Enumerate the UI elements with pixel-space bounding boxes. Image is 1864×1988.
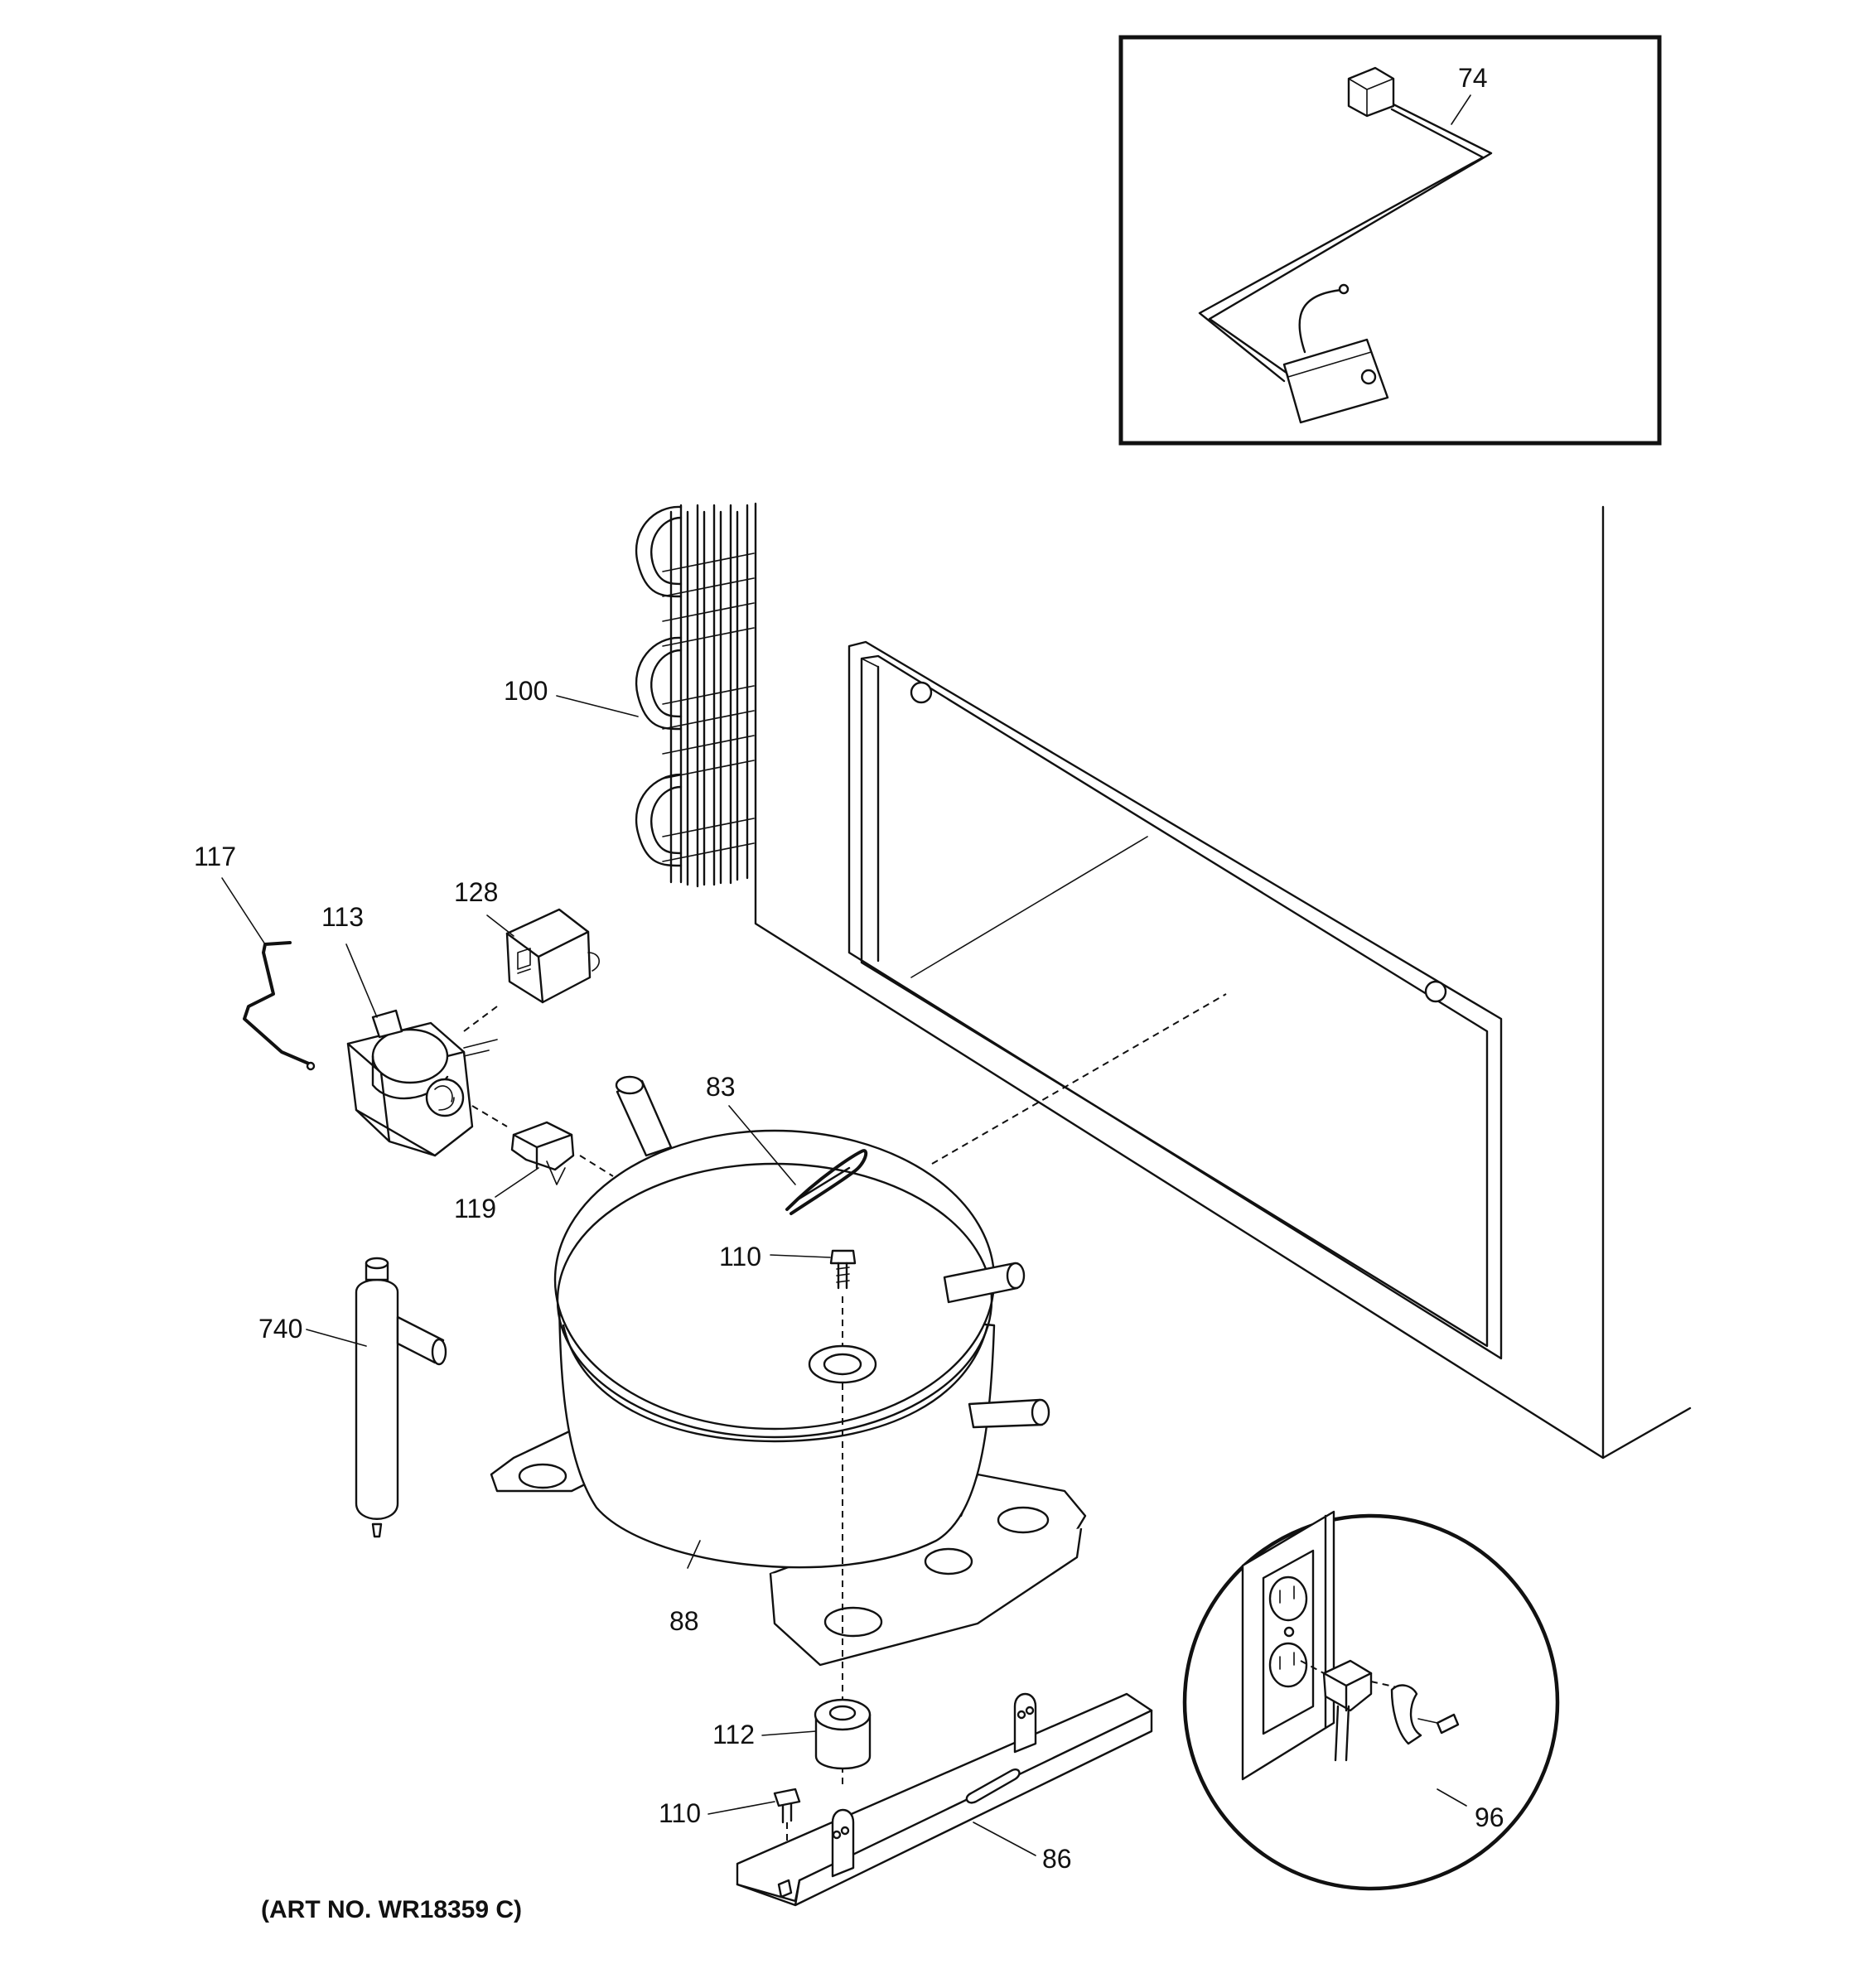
leader-lines (221, 94, 1471, 1856)
relay-113 (346, 1009, 498, 1157)
callout-113: 113 (321, 902, 364, 932)
callout-117: 117 (194, 842, 236, 871)
callout-96: 96 (1475, 1802, 1504, 1832)
drier-740 (355, 1257, 447, 1538)
callout-74: 74 (1458, 63, 1488, 93)
inset-box-74 (1118, 35, 1662, 446)
callout-119: 119 (454, 1194, 496, 1223)
art-number: (ART NO. WR18359 C) (261, 1896, 522, 1923)
callout-740: 740 (258, 1314, 302, 1344)
callout-110-bottom: 110 (659, 1798, 701, 1828)
wire-harness-74 (1198, 66, 1493, 424)
cabinet-back (754, 502, 1692, 1460)
callout-86: 86 (1042, 1844, 1072, 1874)
compressor-88 (490, 1075, 1087, 1789)
relay-box-128 (463, 908, 600, 1032)
screw-110-bottom (773, 1788, 801, 1889)
callout-83: 83 (706, 1072, 736, 1102)
condenser-coil-100 (635, 504, 755, 888)
callout-110-top: 110 (719, 1242, 761, 1271)
rail-86 (736, 1692, 1153, 1907)
outlet-detail-96 (1182, 1510, 1560, 1891)
connector-119 (471, 1105, 614, 1185)
callout-88: 88 (669, 1606, 699, 1636)
callout-100: 100 (504, 676, 548, 706)
callout-112: 112 (712, 1720, 755, 1749)
grommet-112 (814, 1698, 872, 1770)
callout-128: 128 (454, 877, 498, 907)
callout-labels: 74 100 117 113 128 83 119 110 740 88 112… (194, 63, 1504, 1923)
wire-117 (243, 941, 316, 1071)
clip-83 (785, 1149, 868, 1215)
